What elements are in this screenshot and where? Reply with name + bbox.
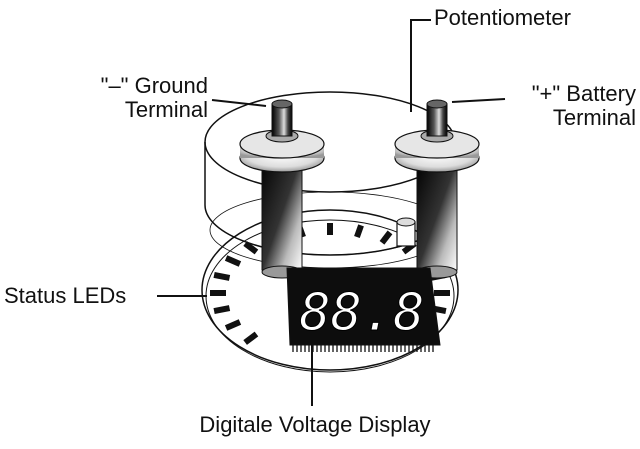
label-battery-terminal: "+" Battery Terminal <box>496 82 636 130</box>
potentiometer-knob <box>396 217 416 247</box>
label-status-leds: Status LEDs <box>4 283 127 308</box>
status-led <box>224 319 242 331</box>
label-battery-line2: Terminal <box>552 105 636 130</box>
label-ground-terminal: "–" Ground Terminal <box>62 74 208 122</box>
ground-terminal-post <box>239 99 325 279</box>
label-ground-line2: Terminal <box>124 97 208 122</box>
battery-leader <box>451 98 506 103</box>
potentiometer-leader <box>410 19 431 112</box>
label-display: Digitale Voltage Display <box>199 412 431 437</box>
ground-leader <box>211 99 267 107</box>
leader-lines <box>157 19 506 406</box>
status-led <box>224 255 242 267</box>
status-led <box>213 305 231 315</box>
label-ground-line1: "–" Ground <box>100 73 208 98</box>
label-potentiometer: Potentiometer <box>434 5 571 30</box>
battery-terminal-post <box>394 99 480 279</box>
status-led <box>379 230 393 245</box>
display-readout: 88.8 <box>299 283 424 343</box>
status-led <box>243 331 259 345</box>
label-battery-line1: "+" Battery <box>531 81 636 106</box>
status-led <box>213 271 231 281</box>
digital-voltage-display: 88.8 <box>286 267 441 352</box>
status-led <box>243 241 259 255</box>
status-led <box>354 224 364 238</box>
